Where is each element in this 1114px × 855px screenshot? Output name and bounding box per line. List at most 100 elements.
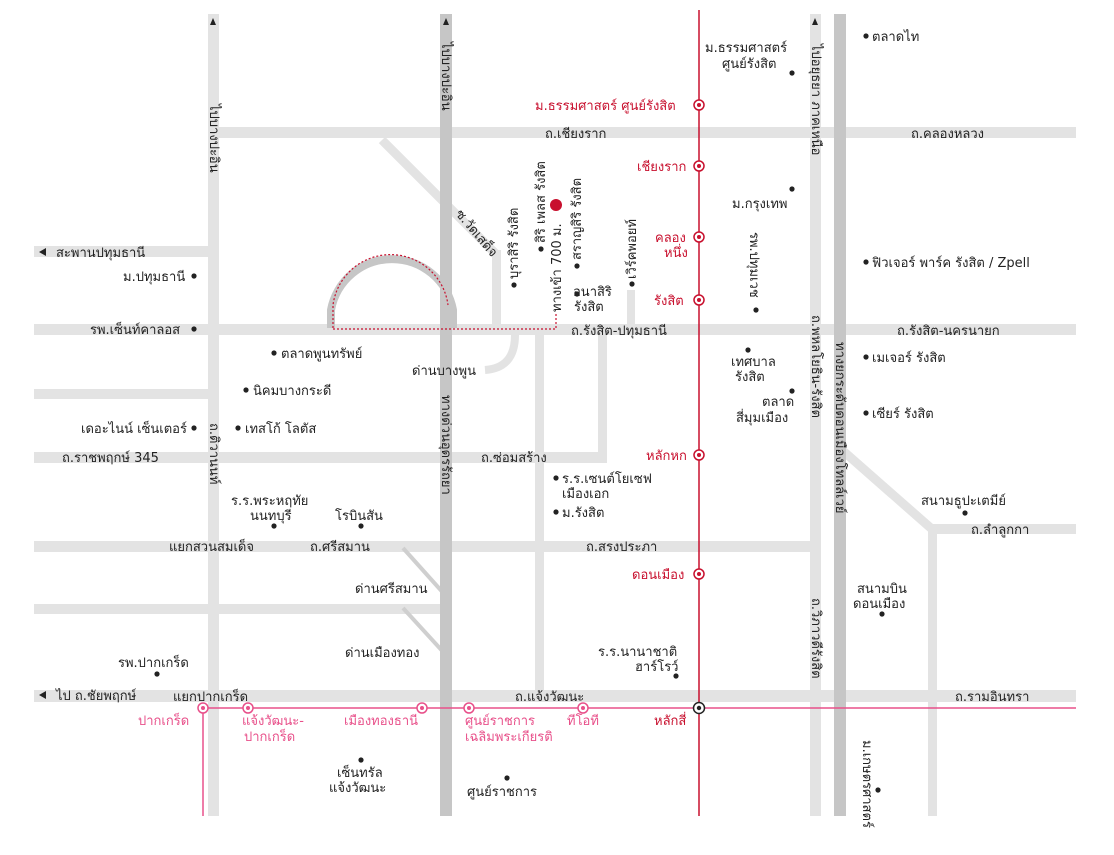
label-station-lak-hok: หลักหก	[646, 449, 687, 464]
label-to-ayutthaya: ไปอยุธยา ภาคเหนือ	[808, 43, 824, 155]
label-soi-wat-sadet: ซ.วัดเสด็จ	[452, 205, 503, 260]
label-dan-bang-phun: ด่านบางพูน	[412, 364, 476, 379]
road-soi-wat-sadet-diag	[378, 136, 501, 259]
direction-arrows	[39, 18, 818, 699]
road-east-v	[928, 524, 937, 816]
label-talat-thai: ตลาดไท	[872, 29, 919, 45]
label-to-chaiyaphruek: ไป ถ.ชัยพฤกษ์	[55, 688, 137, 704]
label-entrance: ทางเข้า 700 ม.	[550, 223, 565, 312]
label-bangkok-uni: ม.กรุงเทพ	[732, 197, 788, 212]
label-zeer: เซียร์ รังสิต	[872, 406, 934, 422]
label-talat-si-mum-2: สี่มุมเมือง	[736, 409, 788, 426]
road-workpoint	[627, 290, 635, 325]
label-phahonyothin-road: ถ.พหลโยธิน-รังสิต	[808, 315, 824, 418]
label-lam-luk-ka-road: ถ.ลำลูกกา	[971, 523, 1029, 538]
label-siri-place: สิริ เพลส รังสิต	[534, 161, 549, 243]
label-chiang-rak-road: ถ.เชียงราก	[545, 126, 606, 142]
label-major: เมเจอร์ รังสิต	[872, 350, 946, 366]
arrow-up-icon	[443, 18, 449, 25]
label-rangsit-nakhonnayok-road: ถ.รังสิต-นครนายก	[897, 324, 1000, 339]
red-line-station-dots	[697, 103, 701, 576]
arrow-left-icon	[39, 248, 46, 256]
label-saphan-pathum: สะพานปทุมธานี	[56, 245, 145, 261]
label-nikhom-bang-kadi: นิคมบางกระดี	[253, 383, 331, 399]
label-udon-expressway: ทางด่วนอุดรรัถยา	[438, 395, 453, 495]
label-station-chiang-rak: เชียงราก	[637, 159, 686, 175]
label-rangsit-pathum-road: ถ.รังสิต-ปทุมธานี	[571, 323, 667, 339]
label-saransiri: สราญสิริ รังสิต	[570, 178, 585, 260]
label-thesaban-2: รังสิต	[735, 370, 765, 385]
label-anasiri-1: อนาสิริ	[573, 285, 612, 300]
road-lam-luk-ka	[928, 524, 1076, 534]
label-kasetsart: ม.เกษตรศาสตร์	[859, 740, 875, 828]
road-saphan-pathum	[34, 246, 211, 257]
label-station-govt-center-1: ศูนย์ราชการ	[465, 713, 535, 729]
label-govt-complex: ศูนย์ราชการ	[467, 784, 537, 800]
pink-line-labels: ปากเกร็ด แจ้งวัฒนะ- ปากเกร็ด เมืองทองธาน…	[138, 711, 599, 745]
label-dan-mueang-thong: ด่านเมืองทอง	[345, 645, 420, 661]
label-station-chaeng-pak-kret-2: ปากเกร็ด	[244, 727, 295, 745]
label-ram-inthra-road: ถ.รามอินทรา	[955, 690, 1029, 705]
road-mid-1	[535, 335, 544, 690]
road-soi-wat-sadet-v	[492, 250, 501, 325]
label-to-bang-pa-in: ไปบางปะอิน	[206, 103, 222, 173]
label-workpoint: เวิร์คพอยท์	[624, 219, 640, 279]
label-ratchaphruek-road: ถ.ราชพฤกษ์ 345	[62, 450, 159, 466]
label-chaeng-watthana-road: ถ.แจ้งวัฒนะ	[515, 690, 584, 705]
road-tiwanon	[208, 14, 219, 816]
poi-dots	[154, 33, 968, 793]
label-pathumthani-uni: ม.ปทุมธานี	[123, 269, 185, 285]
road-ratchaphruek	[34, 452, 604, 463]
label-saint-joseph-2: เมืองเอก	[562, 486, 609, 502]
label-prahuthai-1: ร.ร.พระหฤทัย	[231, 494, 308, 509]
arrow-left-icon	[39, 691, 46, 699]
label-thammasat-2: ศูนย์รังสิต	[722, 56, 776, 72]
label-station-rangsit: รังสิต	[654, 294, 684, 309]
label-station-khlong-nueng-2: หนึ่ง	[664, 244, 688, 261]
label-station-don-mueang: ดอนเมือง	[632, 567, 684, 583]
label-station-mueang-thong: เมืองทองธานี	[344, 713, 418, 729]
label-station-chaeng-pak-kret-1: แจ้งวัฒนะ-	[242, 714, 304, 729]
label-to-bang-pa-in-2: ไปบางปะอิน	[438, 41, 454, 111]
label-airport-2: ดอนเมือง	[853, 596, 905, 612]
label-vibhavadi-road: ถ.วิภาวดีรังสิต	[808, 598, 824, 679]
road-minor-2	[34, 604, 444, 614]
interchange-loop	[327, 255, 457, 328]
label-robinson: โรบินสัน	[335, 508, 383, 524]
label-central-1: เซ็นทรัล	[337, 763, 383, 781]
label-tiwanon-road: ถ.ติวานนท์	[206, 423, 222, 484]
label-nanachat-2: ฮาร์โรว์	[635, 659, 678, 675]
label-station-tot: ทีโอที	[567, 713, 599, 729]
udon-expressway	[440, 14, 452, 816]
label-talat-phun-sap: ตลาดพูนทรัพย์	[281, 346, 362, 362]
label-rp-pakkret: รพ.ปากเกร็ด	[118, 653, 189, 671]
label-anasiri-2: รังสิต	[574, 300, 604, 315]
label-nanachat-1: ร.ร.นานาชาติ	[598, 645, 677, 660]
label-station-lak-si: หลักสี่	[654, 712, 686, 729]
red-line-stations	[693, 99, 705, 580]
label-don-mueang-tollway: ทางยกระดับดอนเมืองโทลล์เวย์	[832, 342, 848, 514]
label-si-saman-road: ถ.ศรีสมาน	[310, 539, 370, 555]
label-central-2: แจ้งวัฒนะ	[329, 781, 386, 796]
label-airport-1: สนามบิน	[857, 582, 907, 597]
label-the-nine: เดอะไนน์ เซ็นเตอร์	[81, 419, 187, 437]
label-station-govt-center-2: เฉลิมพระเกียรติ	[465, 729, 553, 745]
place-labels: ตลาดไท ม.ธรรมศาสตร์ ศูนย์รังสิต ม.กรุงเท…	[81, 29, 1030, 828]
label-thesaban-1: เทศบาล	[731, 355, 776, 370]
road-lam-luk-ka-diag	[839, 446, 936, 534]
label-pathumvej: รพ.ปทุมเวช	[746, 232, 761, 298]
label-dan-si-saman: ด่านศรีสมาน	[355, 581, 428, 597]
label-rangsit-uni: ม.รังสิต	[562, 506, 604, 521]
ramp-bang-phun	[484, 334, 519, 374]
arrow-up-icon	[812, 18, 818, 25]
label-talat-si-mum-1: ตลาด	[762, 395, 794, 410]
label-saint-joseph-1: ร.ร.เซนต์โยเซฟ	[562, 471, 652, 487]
label-station-thammasat: ม.ธรรมศาสตร์ ศูนย์รังสิต	[535, 98, 676, 114]
road-song-prapha	[34, 541, 810, 552]
ramp-si-saman	[401, 546, 448, 598]
label-som-sang-road: ถ.ซ่อมสร้าง	[481, 451, 547, 466]
project-route	[332, 254, 557, 330]
label-saint-carlos: รพ.เซ็นท์คาลอส	[90, 320, 180, 338]
label-stadium: สนามธูปะเตมีย์	[921, 493, 1006, 509]
